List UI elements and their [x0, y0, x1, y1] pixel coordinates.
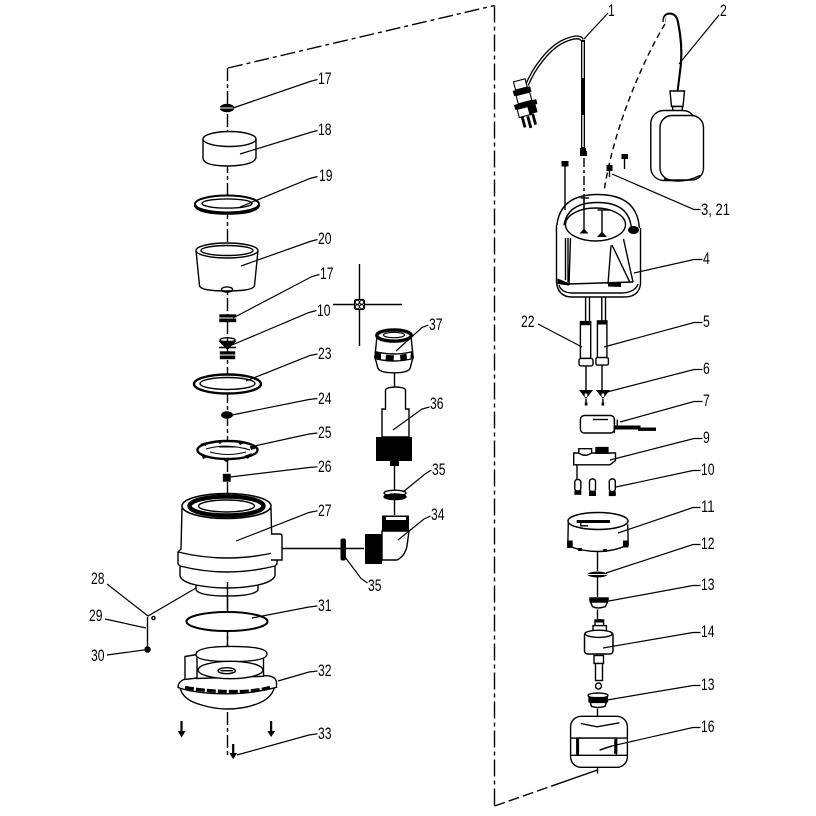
- svg-text:22: 22: [521, 312, 535, 331]
- svg-text:29: 29: [89, 606, 103, 625]
- svg-text:27: 27: [318, 501, 332, 520]
- svg-text:4: 4: [703, 249, 710, 268]
- svg-text:28: 28: [91, 569, 105, 588]
- svg-text:14: 14: [701, 622, 715, 641]
- svg-text:24: 24: [318, 389, 332, 408]
- svg-text:17: 17: [318, 69, 332, 88]
- svg-text:25: 25: [318, 423, 332, 442]
- svg-text:23: 23: [318, 344, 332, 363]
- svg-text:3, 21: 3, 21: [701, 200, 730, 219]
- svg-text:10: 10: [701, 460, 715, 479]
- svg-text:36: 36: [430, 394, 444, 413]
- svg-text:9: 9: [703, 428, 710, 447]
- svg-text:37: 37: [429, 315, 443, 334]
- svg-text:19: 19: [319, 166, 333, 185]
- svg-text:20: 20: [318, 229, 332, 248]
- svg-text:18: 18: [318, 120, 332, 139]
- svg-text:34: 34: [431, 505, 445, 524]
- svg-text:10: 10: [317, 301, 331, 320]
- svg-text:1: 1: [608, 1, 615, 20]
- svg-text:17: 17: [320, 264, 334, 283]
- svg-text:11: 11: [701, 497, 715, 516]
- svg-text:12: 12: [701, 534, 715, 553]
- svg-text:5: 5: [703, 312, 710, 331]
- svg-text:6: 6: [703, 359, 710, 378]
- svg-text:2: 2: [720, 1, 727, 20]
- svg-text:13: 13: [701, 675, 715, 694]
- svg-text:16: 16: [701, 717, 715, 736]
- svg-text:13: 13: [701, 575, 715, 594]
- svg-text:35: 35: [368, 576, 382, 595]
- svg-text:32: 32: [318, 661, 332, 680]
- svg-text:26: 26: [318, 457, 332, 476]
- svg-text:31: 31: [318, 596, 332, 615]
- svg-text:30: 30: [91, 646, 105, 665]
- svg-text:7: 7: [703, 391, 710, 410]
- svg-text:35: 35: [432, 460, 446, 479]
- svg-text:33: 33: [318, 724, 332, 743]
